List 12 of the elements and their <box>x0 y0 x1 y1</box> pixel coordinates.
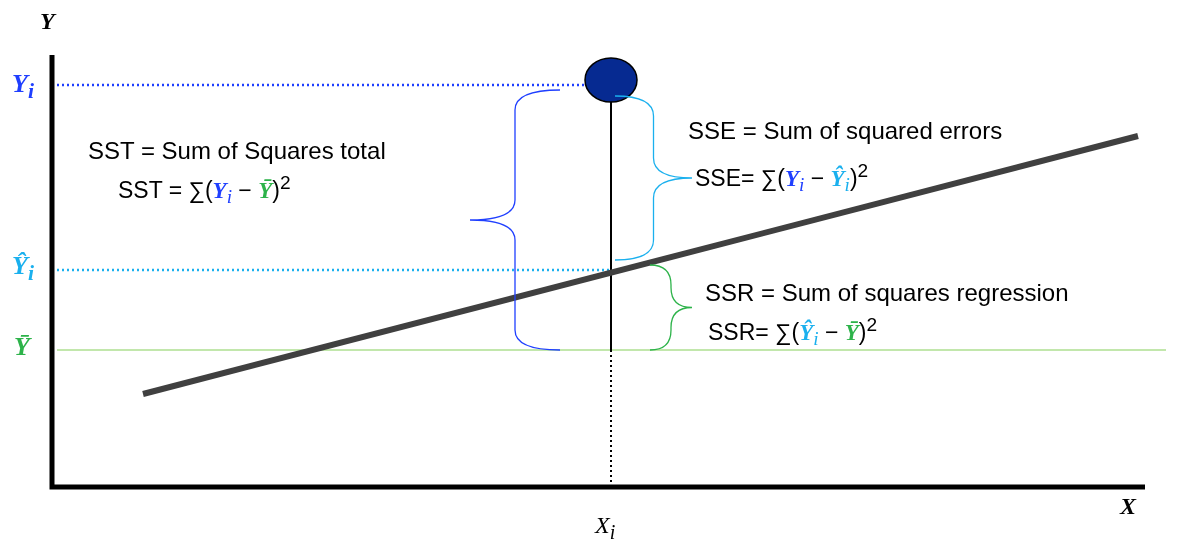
axis-symbol: Y <box>40 8 55 35</box>
axis-symbol: X <box>1120 493 1136 520</box>
formula: SST = ∑(Y$_{i}$ − Ȳ)$^{2}$ <box>118 172 291 208</box>
formula: SSE= ∑(Y$_{i}$ − Ŷ$_{i}$)$^{2}$ <box>695 160 869 196</box>
axis-symbol: X$_{i}$ <box>595 512 616 543</box>
formula: SSR= ∑(Ŷ$_{i}$ − Ȳ)$^{2}$ <box>708 314 878 350</box>
text-label: SSR = Sum of squares regression <box>705 280 1069 307</box>
axis-symbol: Ȳ <box>14 333 30 362</box>
text-label: SSE = Sum of squared errors <box>688 118 1003 145</box>
axis-symbol: Ŷ$_{i}$ <box>12 252 34 286</box>
axis-symbol: Y$_{i}$ <box>12 70 34 104</box>
text-label: SST = Sum of Squares total <box>88 138 386 165</box>
